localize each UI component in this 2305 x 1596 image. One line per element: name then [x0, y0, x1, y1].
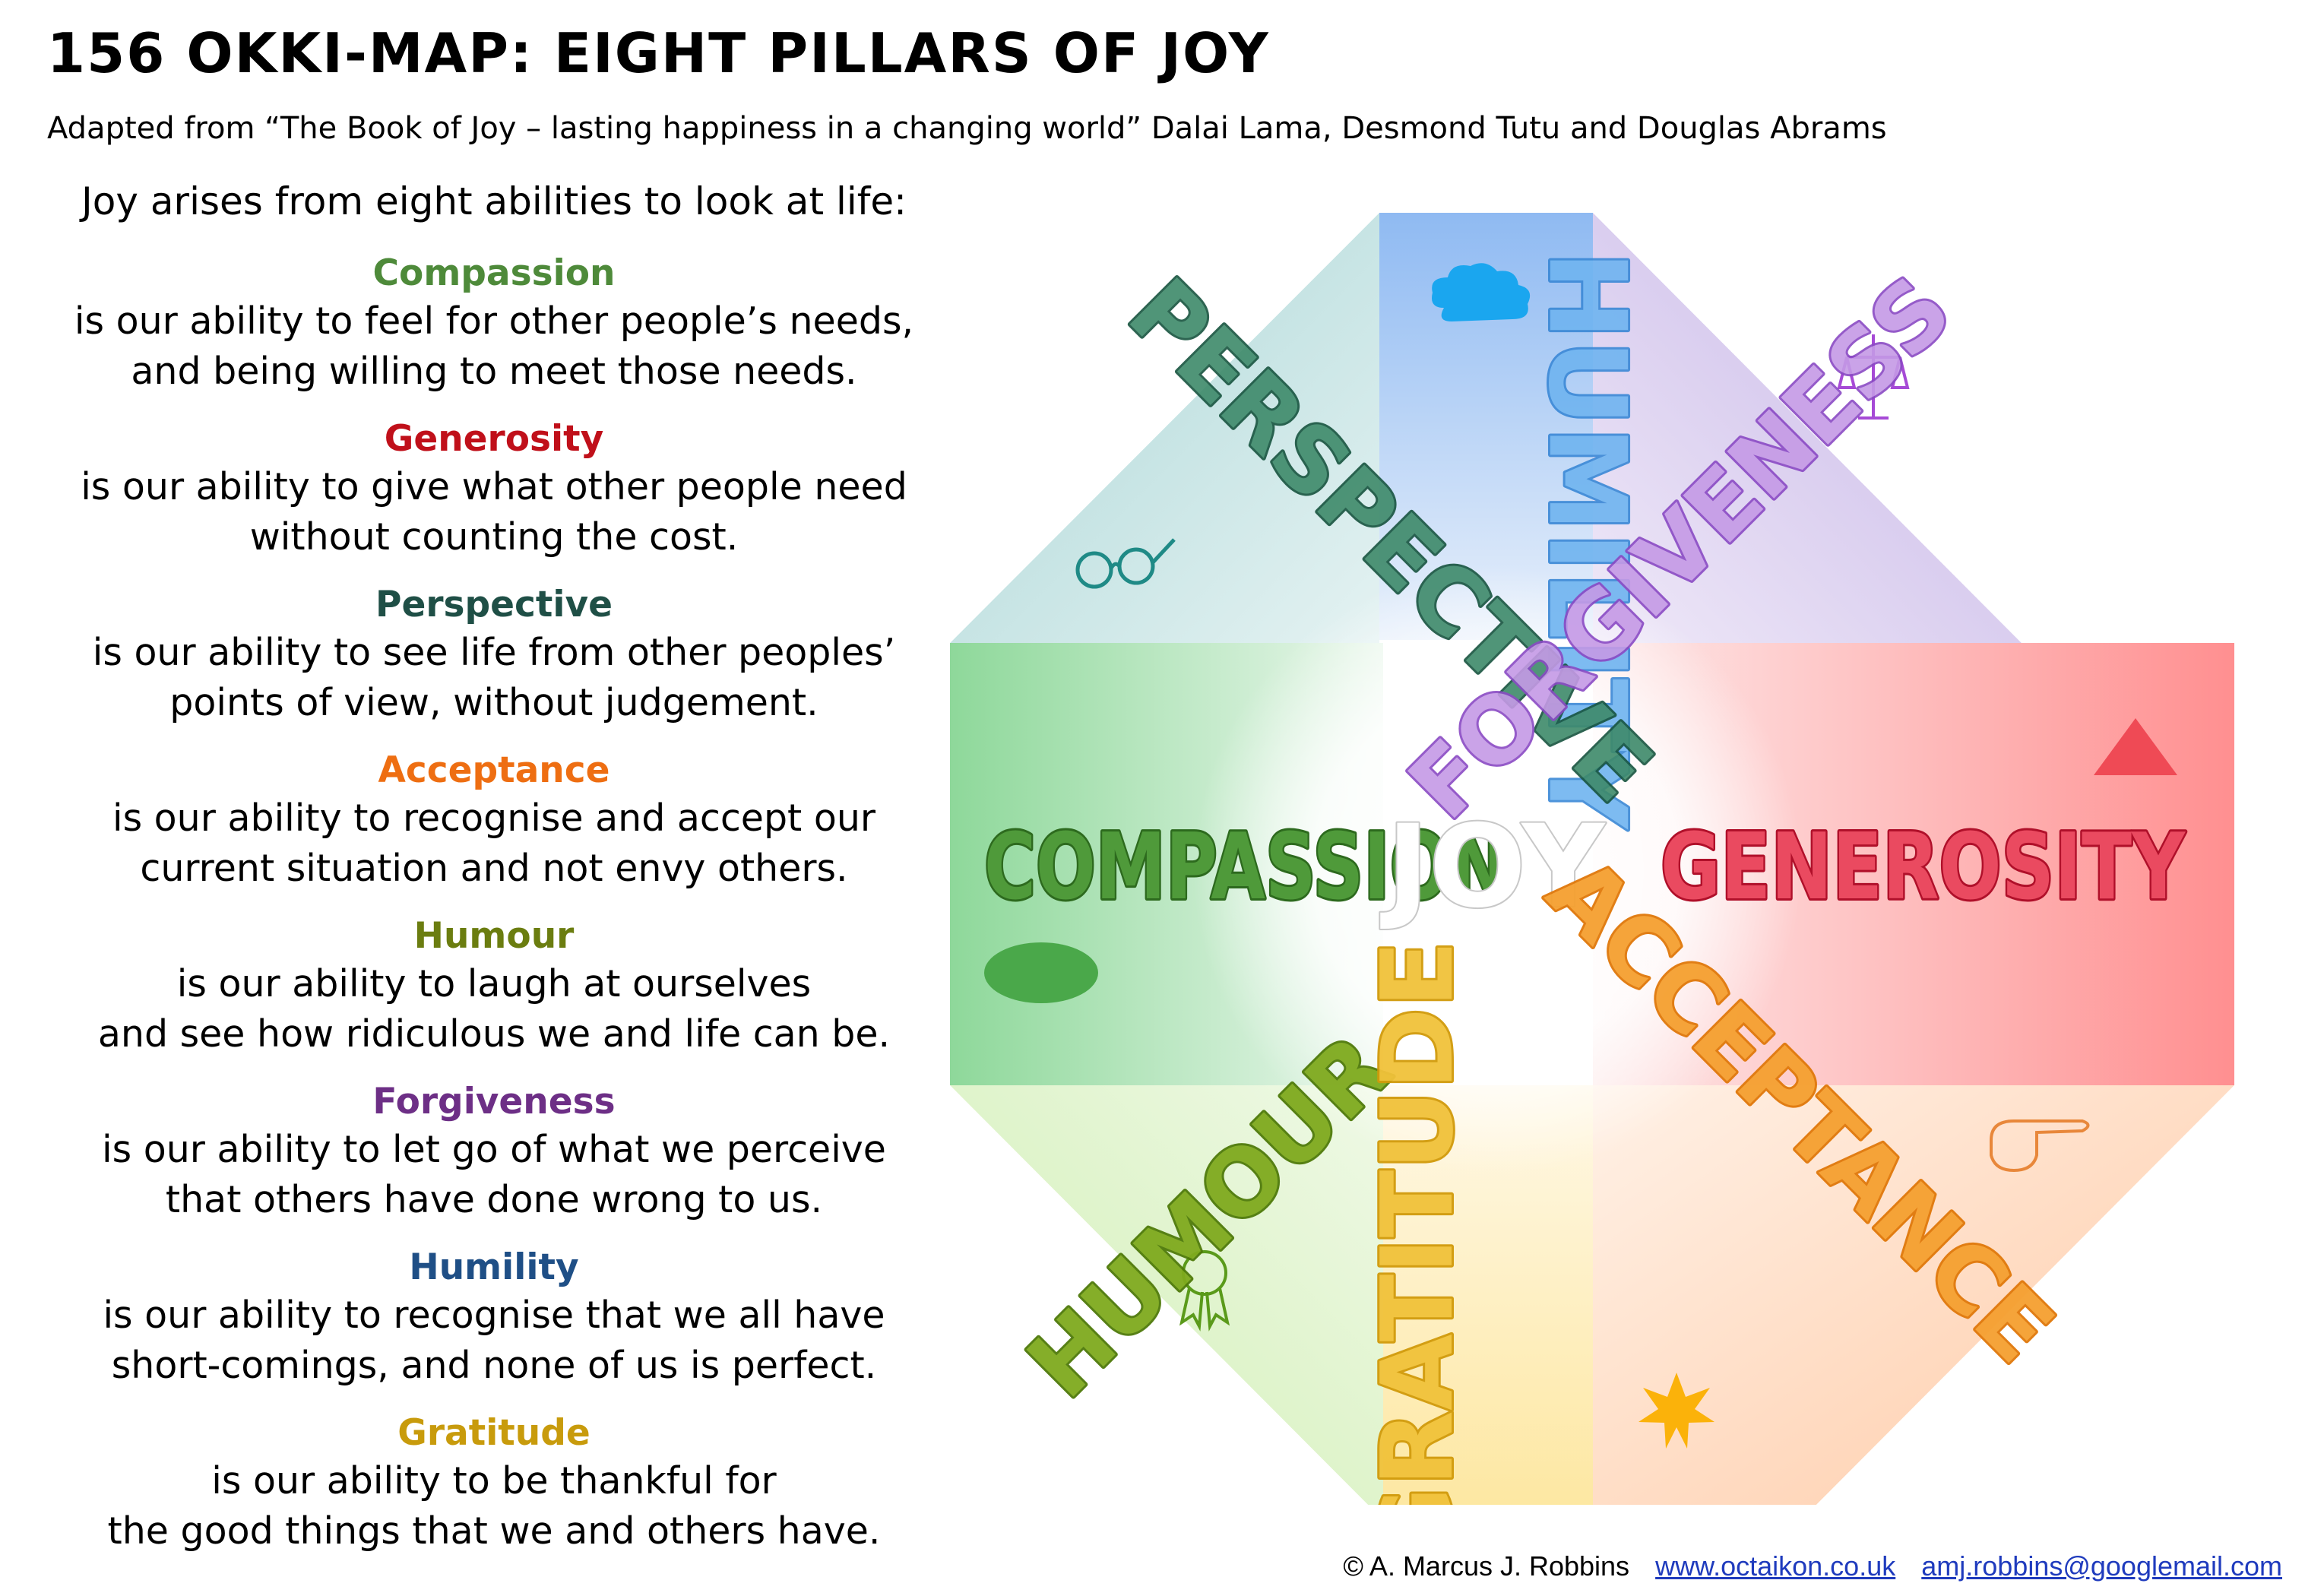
pillar-gratitude: Gratitude is our ability to be thankful …	[23, 1411, 965, 1556]
word-joy: JOY	[1380, 801, 1607, 933]
pointing-hand-icon	[1990, 1119, 2090, 1173]
pillar-heading: Generosity	[384, 418, 604, 460]
pillar-heading: Humility	[409, 1246, 579, 1288]
pillar-description: points of view, without judgement.	[169, 681, 818, 724]
word-compassion: COMPASSION	[984, 815, 1509, 920]
leaf-icon	[984, 942, 1098, 1003]
pillar-heading: Gratitude	[397, 1412, 590, 1454]
intro-text: Joy arises from eight abilities to look …	[81, 179, 907, 223]
footer: © A. Marcus J. Robbins www.octaikon.co.u…	[1343, 1550, 2282, 1582]
email-link[interactable]: amj.robbins@googlemail.com	[1921, 1550, 2282, 1582]
pillar-humility: Humility is our ability to recognise tha…	[23, 1245, 965, 1391]
pillar-description: and being willing to meet those needs.	[131, 350, 857, 393]
pillar-forgiveness: Forgiveness is our ability to let go of …	[23, 1079, 965, 1225]
pillar-description: is our ability to recognise that we all …	[103, 1294, 885, 1337]
copyright-text: © A. Marcus J. Robbins	[1343, 1550, 1630, 1582]
page-subtitle: Adapted from “The Book of Joy – lasting …	[47, 111, 1887, 146]
pillar-description: short-comings, and none of us is perfect…	[111, 1344, 877, 1387]
pillar-description: without counting the cost.	[249, 515, 739, 559]
pillar-list: Compassion is our ability to feel for ot…	[23, 251, 965, 1576]
glasses-icon	[1075, 538, 1176, 589]
pillar-heading: Acceptance	[378, 749, 610, 791]
pillar-heading: Compassion	[372, 252, 616, 294]
center-glow	[1193, 566, 1801, 1174]
pillar-heading: Forgiveness	[372, 1081, 616, 1123]
scales-icon	[1837, 334, 1910, 420]
rosette-icon	[1179, 1250, 1230, 1332]
pillar-description: is our ability to laugh at ourselves	[176, 962, 812, 1005]
pillar-description: is our ability to feel for other people’…	[74, 299, 914, 343]
pillar-compassion: Compassion is our ability to feel for ot…	[23, 251, 965, 397]
website-link[interactable]: www.octaikon.co.uk	[1655, 1550, 1896, 1582]
triangle-icon	[2094, 718, 2177, 775]
pillar-description: is our ability to be thankful for	[211, 1459, 777, 1503]
pillar-perspective: Perspective is our ability to see life f…	[23, 582, 965, 728]
sector-gratitude	[1383, 1085, 1593, 1505]
pillar-description: and see how ridiculous we and life can b…	[97, 1012, 891, 1056]
pillar-description: current situation and not envy others.	[140, 847, 848, 890]
sector-acceptance	[1593, 1085, 2234, 1505]
pillar-description: is our ability to recognise and accept o…	[112, 796, 876, 840]
octagon-corners	[942, 213, 2250, 1505]
pillar-heading: Humour	[413, 915, 575, 957]
pillar-description: that others have done wrong to us.	[165, 1178, 823, 1221]
octagon-joy-diagram: HUMILITY PERSPECTIVE FORGIVENESS COMPASS…	[942, 213, 2250, 1505]
pillar-description: the good things that we and others have.	[107, 1509, 881, 1553]
page-title: 156 OKKI-MAP: EIGHT PILLARS OF JOY	[47, 21, 1270, 85]
pillar-description: is our ability to let go of what we perc…	[102, 1128, 886, 1171]
word-gratitude: GRATITUDE	[1360, 940, 1475, 1505]
pillar-acceptance: Acceptance is our ability to recognise a…	[23, 748, 965, 894]
cloud-icon	[1432, 263, 1531, 321]
pillar-generosity: Generosity is our ability to give what o…	[23, 416, 965, 562]
pillar-heading: Perspective	[375, 584, 613, 625]
sector-humour	[950, 1085, 1383, 1505]
word-humility: HUMILITY	[1525, 251, 1648, 830]
pillar-description: is our ability to see life from other pe…	[92, 631, 896, 674]
star-icon	[1639, 1373, 1715, 1449]
pillar-description: is our ability to give what other people…	[81, 465, 907, 508]
word-generosity: GENEROSITY	[1661, 815, 2186, 920]
pillar-humour: Humour is our ability to laugh at oursel…	[23, 914, 965, 1059]
sector-humility	[1379, 213, 1593, 640]
